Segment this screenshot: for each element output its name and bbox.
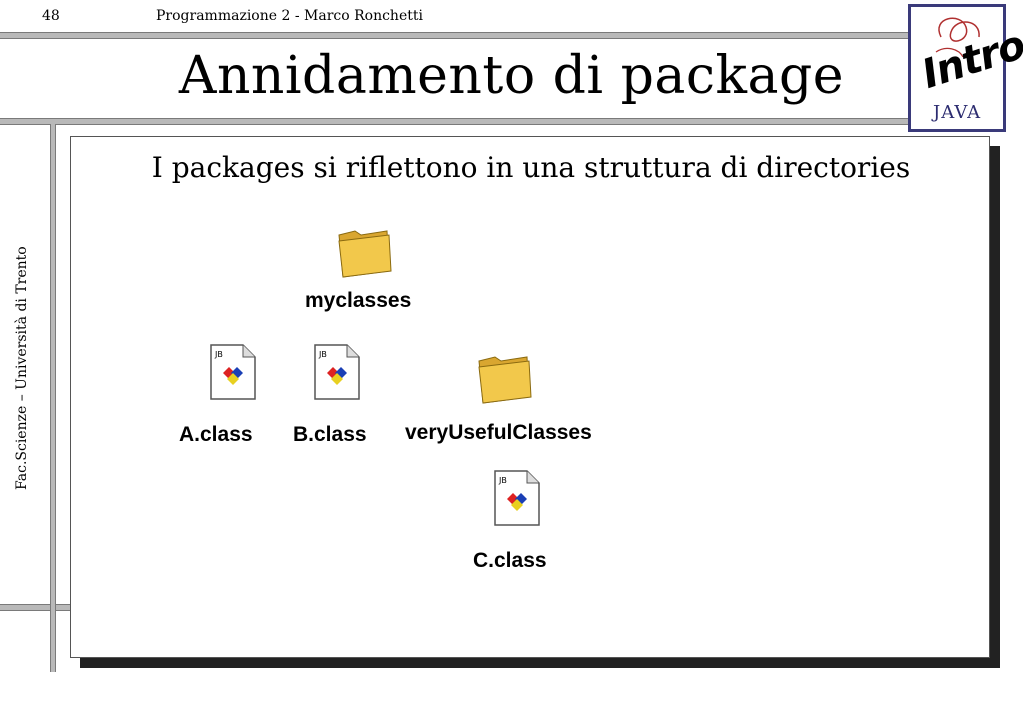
- side-affiliation: Fac.Scienze – Università di Trento: [14, 246, 30, 490]
- left-vertical-rule: [50, 124, 56, 672]
- logo-java-text: JAVA: [933, 102, 982, 123]
- content-panel: I packages si riflettono in una struttur…: [70, 136, 990, 658]
- file-label-c-class[interactable]: C.class: [473, 549, 547, 572]
- intro-java-logo: Intro JAVA: [908, 4, 1023, 132]
- logo-swirl-icon: [935, 17, 980, 58]
- class-file-icon[interactable]: JB: [313, 343, 361, 401]
- folder-icon[interactable]: [475, 349, 533, 405]
- page-number: 48: [42, 8, 60, 24]
- title-rule: [0, 118, 908, 125]
- svg-text:JB: JB: [214, 350, 223, 359]
- slide-subtitle: I packages si riflettono in una struttur…: [151, 151, 911, 184]
- folder-label-myclasses[interactable]: myclasses: [305, 289, 412, 312]
- svg-text:JB: JB: [318, 350, 327, 359]
- class-file-icon[interactable]: JB: [493, 469, 541, 527]
- svg-text:JB: JB: [498, 476, 507, 485]
- page-title: Annidamento di package: [178, 46, 845, 106]
- file-label-a-class[interactable]: A.class: [179, 423, 253, 446]
- top-rule: [0, 32, 908, 39]
- folder-icon[interactable]: [335, 223, 393, 279]
- folder-label-veryusefulclasses[interactable]: veryUsefulClasses: [405, 421, 592, 444]
- course-header: Programmazione 2 - Marco Ronchetti: [156, 8, 423, 24]
- lower-rule: [0, 604, 72, 611]
- class-file-icon[interactable]: JB: [209, 343, 257, 401]
- file-label-b-class[interactable]: B.class: [293, 423, 367, 446]
